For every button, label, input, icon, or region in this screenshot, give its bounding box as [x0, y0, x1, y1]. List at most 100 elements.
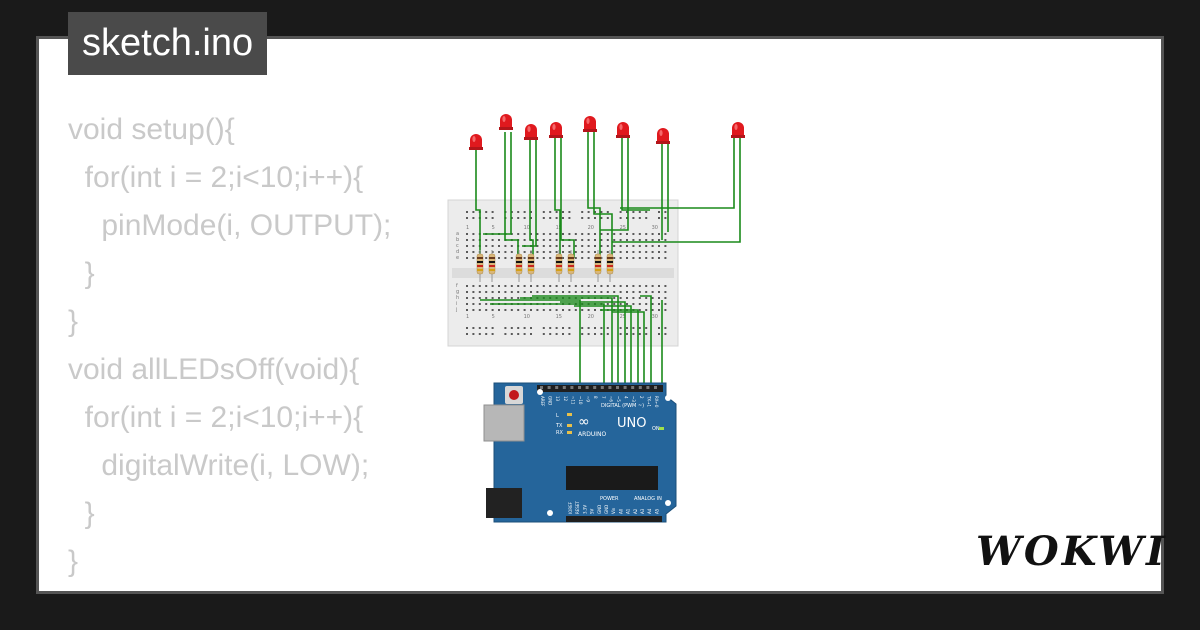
file-tab[interactable]: sketch.ino — [68, 12, 268, 75]
led-label-rx: RX — [556, 430, 563, 436]
resistor — [555, 250, 563, 282]
wire — [621, 136, 650, 211]
resistor — [515, 250, 523, 282]
pin-label: A2 — [633, 508, 638, 514]
pin-label: Vin — [611, 507, 616, 514]
column-number: 30 — [652, 225, 658, 231]
resistor — [527, 250, 535, 282]
microcontroller-chip — [566, 466, 658, 490]
column-number: 20 — [588, 314, 594, 320]
power-analog-header — [566, 516, 662, 522]
row-letter: e — [456, 255, 459, 261]
row-letter: d — [456, 249, 459, 255]
code-line: } — [68, 257, 95, 290]
wire — [529, 138, 534, 258]
pin-label: GND — [604, 505, 609, 514]
pin-label: 4 — [624, 396, 629, 399]
reset-button-cap[interactable] — [509, 390, 519, 400]
row-letter: h — [456, 295, 459, 301]
pin-label: A1 — [626, 508, 631, 514]
column-number: 30 — [652, 314, 658, 320]
led-label-on: ON — [652, 426, 660, 432]
led-icon — [731, 122, 745, 138]
row-letter: c — [456, 243, 459, 249]
pin-label: RESET — [575, 501, 580, 514]
code-line: } — [68, 545, 79, 578]
pin-label: 8 — [593, 396, 598, 399]
led-icon — [656, 128, 670, 144]
column-number: 20 — [588, 225, 594, 231]
column-number: 10 — [524, 225, 530, 231]
wires — [475, 132, 741, 490]
header-pin — [638, 386, 642, 389]
code-line: for(int i = 2;i<10;i++){ — [68, 161, 364, 194]
resistor — [594, 250, 602, 282]
wokwi-logo: WOKWI — [976, 528, 1168, 575]
header-pin — [547, 386, 551, 389]
header-pin — [616, 386, 619, 389]
wire — [612, 138, 741, 243]
leds — [469, 114, 745, 150]
wire — [480, 299, 581, 383]
wire — [560, 301, 626, 383]
header-pin — [540, 386, 543, 389]
resistors — [476, 250, 614, 282]
usb-port — [483, 404, 525, 442]
led-label-l: L — [556, 413, 559, 419]
pin-label: ~5 — [616, 396, 621, 402]
wire — [490, 303, 605, 383]
row-letter: b — [456, 237, 459, 243]
wire — [522, 138, 537, 247]
resistor — [606, 250, 614, 282]
wire — [504, 132, 519, 258]
code-line: } — [68, 497, 95, 530]
column-number: 15 — [556, 225, 562, 231]
row-letter: j — [455, 307, 457, 313]
column-number: 15 — [556, 314, 562, 320]
power-label: POWER — [600, 496, 619, 502]
column-number: 1 — [466, 314, 469, 320]
pin-label: A0 — [618, 508, 623, 514]
pin-label: AREF — [540, 396, 545, 407]
header-pin — [600, 386, 604, 389]
column-number: 25 — [620, 314, 626, 320]
resistor — [476, 250, 484, 282]
code-line: pinMode(i, OUTPUT); — [68, 209, 392, 242]
header-pin — [593, 386, 597, 389]
code-line: digitalWrite(i, LOW); — [68, 449, 370, 482]
pin-label: ~11 — [570, 396, 575, 405]
wire — [560, 136, 575, 258]
code-line: void setup(){ — [68, 113, 235, 146]
wire — [640, 295, 652, 383]
code-editor[interactable]: void setup(){ for(int i = 2;i<10;i++){ p… — [68, 106, 391, 594]
digital-header — [537, 385, 663, 392]
led-icon — [469, 134, 483, 150]
wire — [593, 132, 613, 258]
code-line: void loop(){ — [68, 586, 391, 594]
header-pin — [570, 386, 574, 389]
header-pin — [631, 386, 635, 389]
led-icon — [499, 114, 513, 130]
header-pin — [646, 386, 650, 389]
column-number: 5 — [492, 314, 495, 320]
board-name: UNO — [617, 416, 646, 431]
code-line: } — [68, 305, 79, 338]
arduino-uno-board[interactable]: DIGITAL (PWM ~) ∞ UNO ARDUINO L TX RX ON… — [483, 382, 677, 523]
resistor — [488, 250, 496, 282]
pin-label: 13 — [555, 396, 560, 402]
header-pin — [608, 386, 612, 389]
wire — [612, 311, 645, 383]
column-number: 10 — [524, 314, 530, 320]
header-pin — [578, 386, 581, 389]
header-pin — [654, 386, 657, 389]
wire — [600, 136, 629, 231]
pin-label: 5V — [590, 508, 595, 514]
pin-label: ~6 — [608, 396, 613, 402]
pin-label: A5 — [654, 508, 659, 514]
column-number: 5 — [492, 225, 495, 231]
pin-label: 7 — [601, 396, 606, 399]
row-letter: a — [456, 231, 459, 237]
power-jack — [486, 488, 522, 518]
pin-label: A4 — [647, 508, 652, 514]
